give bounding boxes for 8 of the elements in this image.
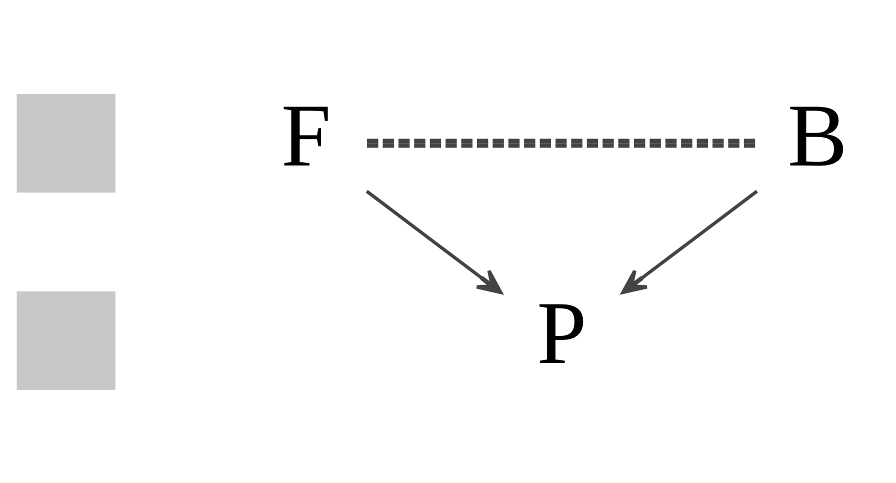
arrow [366, 189, 502, 294]
node-text: P [536, 284, 587, 383]
arrow [621, 189, 758, 294]
node-text: F [281, 86, 332, 186]
node-box [16, 93, 116, 192]
connector [367, 138, 757, 148]
node-box [16, 290, 116, 390]
node-text: B [788, 86, 848, 186]
